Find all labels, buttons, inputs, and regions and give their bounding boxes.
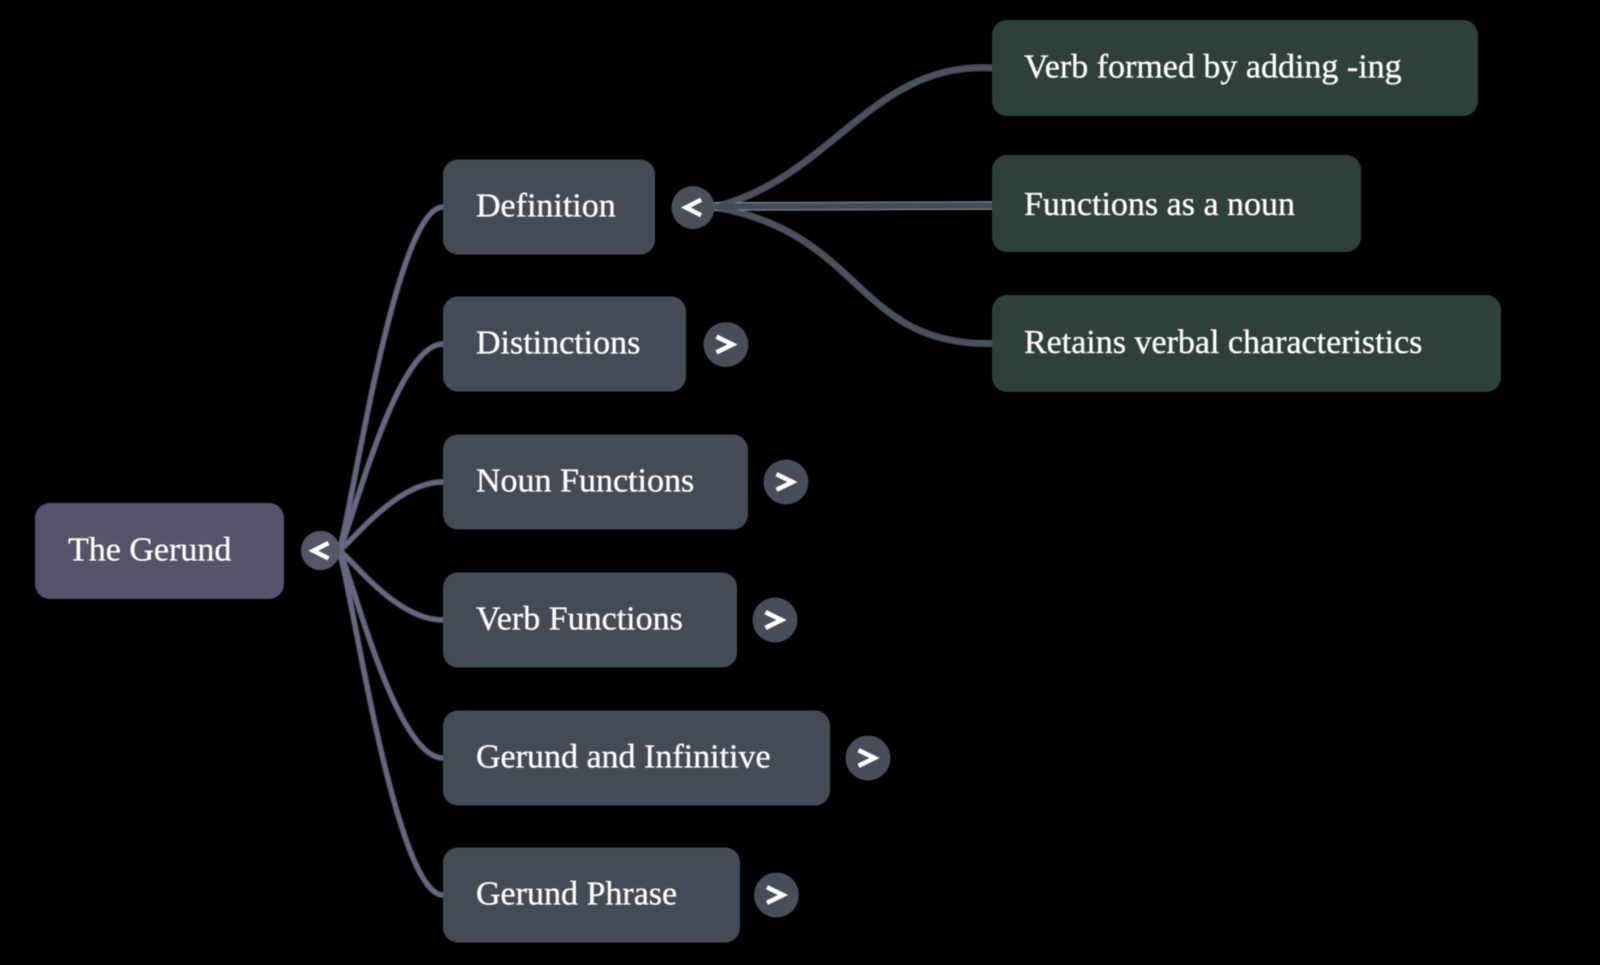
svg-text:Gerund Phrase: Gerund Phrase [476, 876, 677, 913]
svg-text:Definition: Definition [476, 188, 616, 225]
svg-text:Verb formed by adding -ing: Verb formed by adding -ing [1024, 49, 1402, 86]
svg-text:Retains verbal characteristics: Retains verbal characteristics [1024, 324, 1422, 361]
svg-text:Noun Functions: Noun Functions [476, 463, 694, 500]
svg-text:Gerund and Infinitive: Gerund and Infinitive [476, 739, 771, 776]
svg-text:Distinctions: Distinctions [476, 325, 640, 362]
svg-text:Verb Functions: Verb Functions [476, 601, 683, 638]
svg-text:Functions as a noun: Functions as a noun [1024, 186, 1295, 223]
svg-text:The Gerund: The Gerund [68, 532, 231, 569]
